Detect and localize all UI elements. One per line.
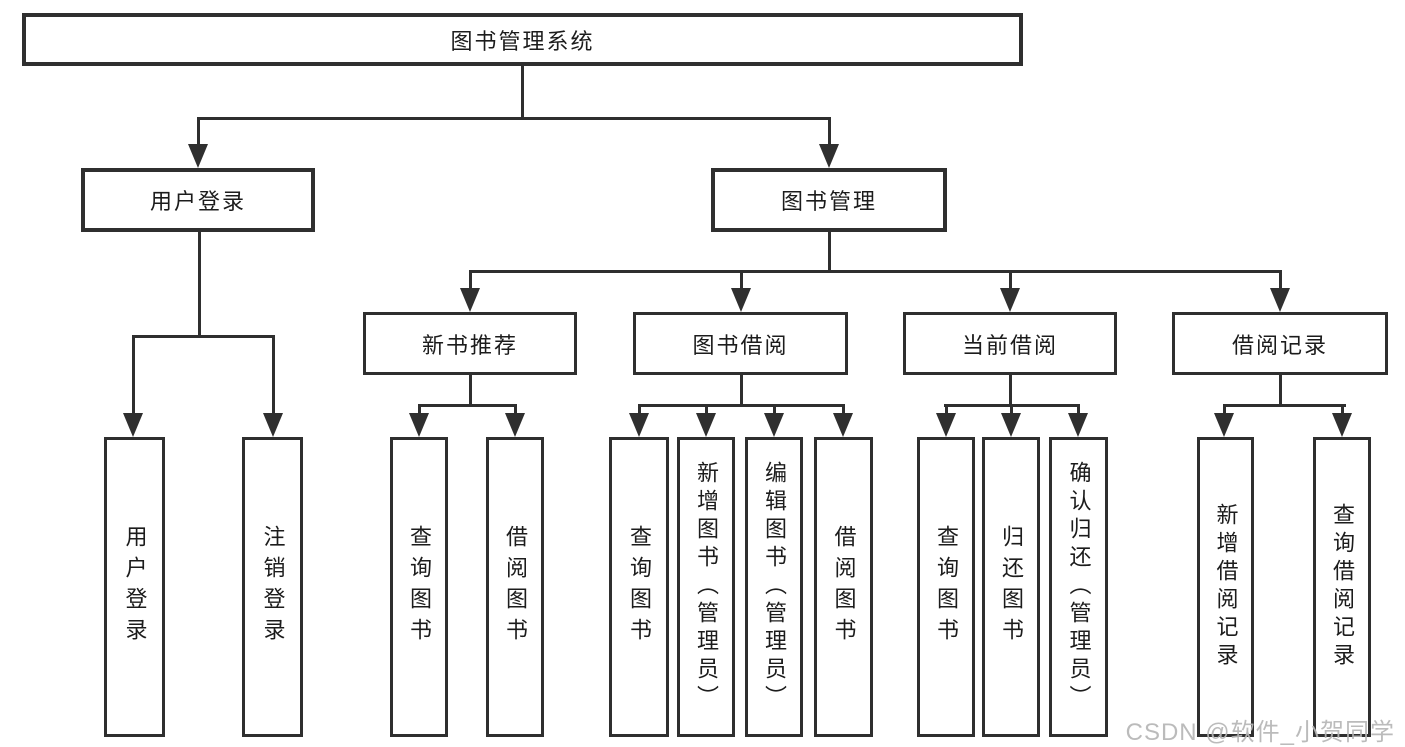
- connector-line: [468, 269, 1282, 273]
- leaf-label: 用户登录: [122, 525, 148, 649]
- arrow-down-icon: [833, 404, 853, 437]
- connector-line: [1008, 375, 1012, 407]
- node-new-book-recommend: 新书推荐: [363, 312, 577, 375]
- arrow-down-icon: [764, 404, 784, 437]
- leaf-label: 归还图书: [999, 525, 1024, 649]
- arrow-down-icon: [1000, 270, 1020, 312]
- arrow-down-icon: [1068, 404, 1088, 437]
- connector-line: [468, 375, 472, 407]
- leaf-return-books: 归还图书: [982, 437, 1040, 737]
- arrow-down-icon: [188, 117, 208, 168]
- leaf-add-borrow-record: 新增借阅记录: [1197, 437, 1254, 737]
- connector-line: [1278, 375, 1282, 407]
- connector-line: [520, 66, 524, 120]
- leaf-edit-books-admin: 编辑图书（管理员）: [745, 437, 803, 737]
- leaf-user-login: 用户登录: [104, 437, 165, 737]
- connector-line: [196, 116, 831, 120]
- connector-line: [827, 232, 831, 273]
- node-book-borrow: 图书借阅: [633, 312, 848, 375]
- leaf-label: 新增借阅记录: [1213, 503, 1239, 671]
- leaf-add-books-admin: 新增图书（管理员）: [677, 437, 735, 737]
- leaf-label: 查询借阅记录: [1330, 503, 1355, 671]
- node-label: 新书推荐: [421, 332, 518, 358]
- leaf-borrow-books: 借阅图书: [814, 437, 873, 737]
- connector-line: [417, 403, 517, 407]
- node-user-login: 用户登录: [81, 168, 315, 232]
- node-label: 用户登录: [149, 189, 246, 214]
- arrow-down-icon: [1214, 404, 1234, 437]
- connector-line: [131, 334, 275, 338]
- node-book-management: 图书管理: [711, 168, 947, 232]
- node-root-library-system: 图书管理系统: [22, 13, 1023, 66]
- leaf-query-borrow-record: 查询借阅记录: [1313, 437, 1371, 737]
- arrow-down-icon: [1001, 404, 1021, 437]
- leaf-label: 新增图书（管理员）: [694, 461, 719, 713]
- arrow-down-icon: [263, 335, 283, 437]
- connector-line: [197, 232, 201, 338]
- node-label: 图书管理: [780, 189, 877, 214]
- node-label: 当前借阅: [961, 332, 1058, 358]
- connector-line: [637, 403, 845, 407]
- arrow-down-icon: [936, 404, 956, 437]
- arrow-down-icon: [409, 404, 429, 437]
- leaf-query-books-recommend: 查询图书: [390, 437, 448, 737]
- leaf-label: 确认归还（管理员）: [1066, 461, 1092, 713]
- leaf-label: 查询图书: [407, 525, 432, 649]
- leaf-borrow-books-recommend: 借阅图书: [486, 437, 544, 737]
- arrow-down-icon: [505, 404, 525, 437]
- connector-line: [1222, 403, 1346, 407]
- arrow-down-icon: [696, 404, 716, 437]
- leaf-label: 编辑图书（管理员）: [762, 461, 787, 713]
- node-borrow-records: 借阅记录: [1172, 312, 1388, 375]
- arrow-down-icon: [731, 270, 751, 312]
- leaf-query-books-borrow: 查询图书: [609, 437, 669, 737]
- leaf-label: 注销登录: [260, 525, 286, 649]
- node-label: 借阅记录: [1231, 332, 1328, 358]
- arrow-down-icon: [819, 117, 839, 168]
- leaf-logout: 注销登录: [242, 437, 303, 737]
- arrow-down-icon: [460, 270, 480, 312]
- leaf-label: 查询图书: [627, 525, 652, 649]
- leaf-confirm-return-admin: 确认归还（管理员）: [1049, 437, 1108, 737]
- leaf-query-books-current: 查询图书: [917, 437, 975, 737]
- node-label: 图书借阅: [692, 332, 789, 358]
- leaf-label: 借阅图书: [503, 525, 528, 649]
- csdn-watermark: CSDN @软件_小贺同学: [1125, 719, 1395, 746]
- arrow-down-icon: [123, 335, 143, 437]
- leaf-label: 借阅图书: [831, 525, 857, 649]
- connector-line: [739, 375, 743, 407]
- arrow-down-icon: [1270, 270, 1290, 312]
- leaf-label: 查询图书: [934, 525, 959, 649]
- node-label: 图书管理系统: [450, 28, 595, 54]
- arrow-down-icon: [629, 404, 649, 437]
- node-current-borrow: 当前借阅: [903, 312, 1117, 375]
- arrow-down-icon: [1332, 404, 1352, 437]
